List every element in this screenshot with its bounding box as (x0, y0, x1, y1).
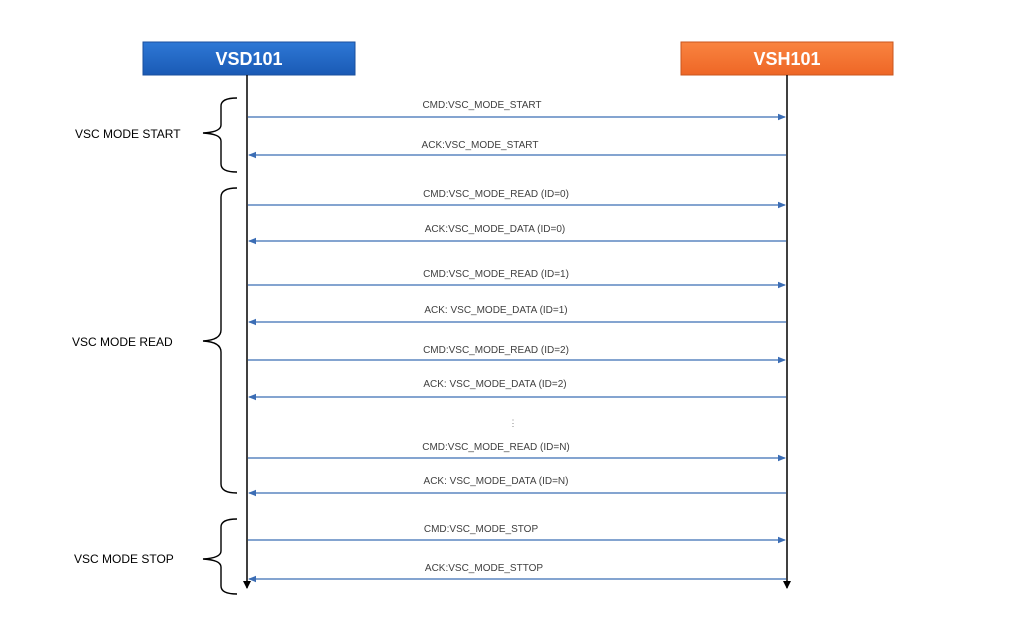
message-label: ACK:VSC_MODE_DATA (ID=0) (425, 224, 566, 235)
brace-vsc-mode-start (202, 97, 238, 173)
phase-label-vsc-mode-start: VSC MODE START (75, 127, 181, 141)
phase-label-vsc-mode-read: VSC MODE READ (72, 335, 173, 349)
actor-vsh101: VSH101 (680, 41, 894, 76)
message-label: CMD:VSC_MODE_READ (ID=N) (422, 442, 570, 453)
message-label: CMD:VSC_MODE_STOP (424, 524, 539, 535)
actor-vsd101-label: VSD101 (215, 49, 282, 69)
message-8: CMD:VSC_MODE_READ (ID=N) (248, 442, 786, 462)
message-label: CMD:VSC_MODE_READ (ID=0) (423, 189, 569, 200)
message-4: CMD:VSC_MODE_READ (ID=1) (248, 269, 786, 289)
message-label: CMD:VSC_MODE_READ (ID=2) (423, 345, 569, 356)
phase-label-vsc-mode-stop: VSC MODE STOP (74, 552, 174, 566)
message-label: ACK: VSC_MODE_DATA (ID=1) (424, 305, 567, 316)
message-10: CMD:VSC_MODE_STOP (248, 524, 786, 544)
message-label: CMD:VSC_MODE_START (422, 100, 541, 111)
actor-vsd101: VSD101 (142, 41, 356, 76)
message-1: ACK:VSC_MODE_START (248, 140, 786, 159)
message-label: ACK: VSC_MODE_DATA (ID=2) (423, 379, 566, 390)
actor-vsh101-box (680, 41, 894, 76)
message-5: ACK: VSC_MODE_DATA (ID=1) (248, 305, 786, 326)
brace-vsc-mode-read (202, 187, 238, 494)
actor-vsh101-label: VSH101 (753, 49, 820, 69)
message-6: CMD:VSC_MODE_READ (ID=2) (248, 345, 786, 364)
ellipsis-more-messages: ⋮ (509, 418, 518, 428)
message-7: ACK: VSC_MODE_DATA (ID=2) (248, 379, 786, 401)
message-0: CMD:VSC_MODE_START (248, 100, 786, 121)
message-3: ACK:VSC_MODE_DATA (ID=0) (248, 224, 786, 245)
actor-vsd101-box (142, 41, 356, 76)
message-label: CMD:VSC_MODE_READ (ID=1) (423, 269, 569, 280)
message-2: CMD:VSC_MODE_READ (ID=0) (248, 189, 786, 209)
message-9: ACK: VSC_MODE_DATA (ID=N) (248, 476, 786, 497)
message-label: ACK:VSC_MODE_STTOP (425, 563, 544, 574)
message-label: ACK: VSC_MODE_DATA (ID=N) (424, 476, 569, 487)
message-label: ACK:VSC_MODE_START (422, 140, 539, 151)
message-11: ACK:VSC_MODE_STTOP (248, 563, 786, 583)
brace-vsc-mode-stop (202, 518, 238, 595)
